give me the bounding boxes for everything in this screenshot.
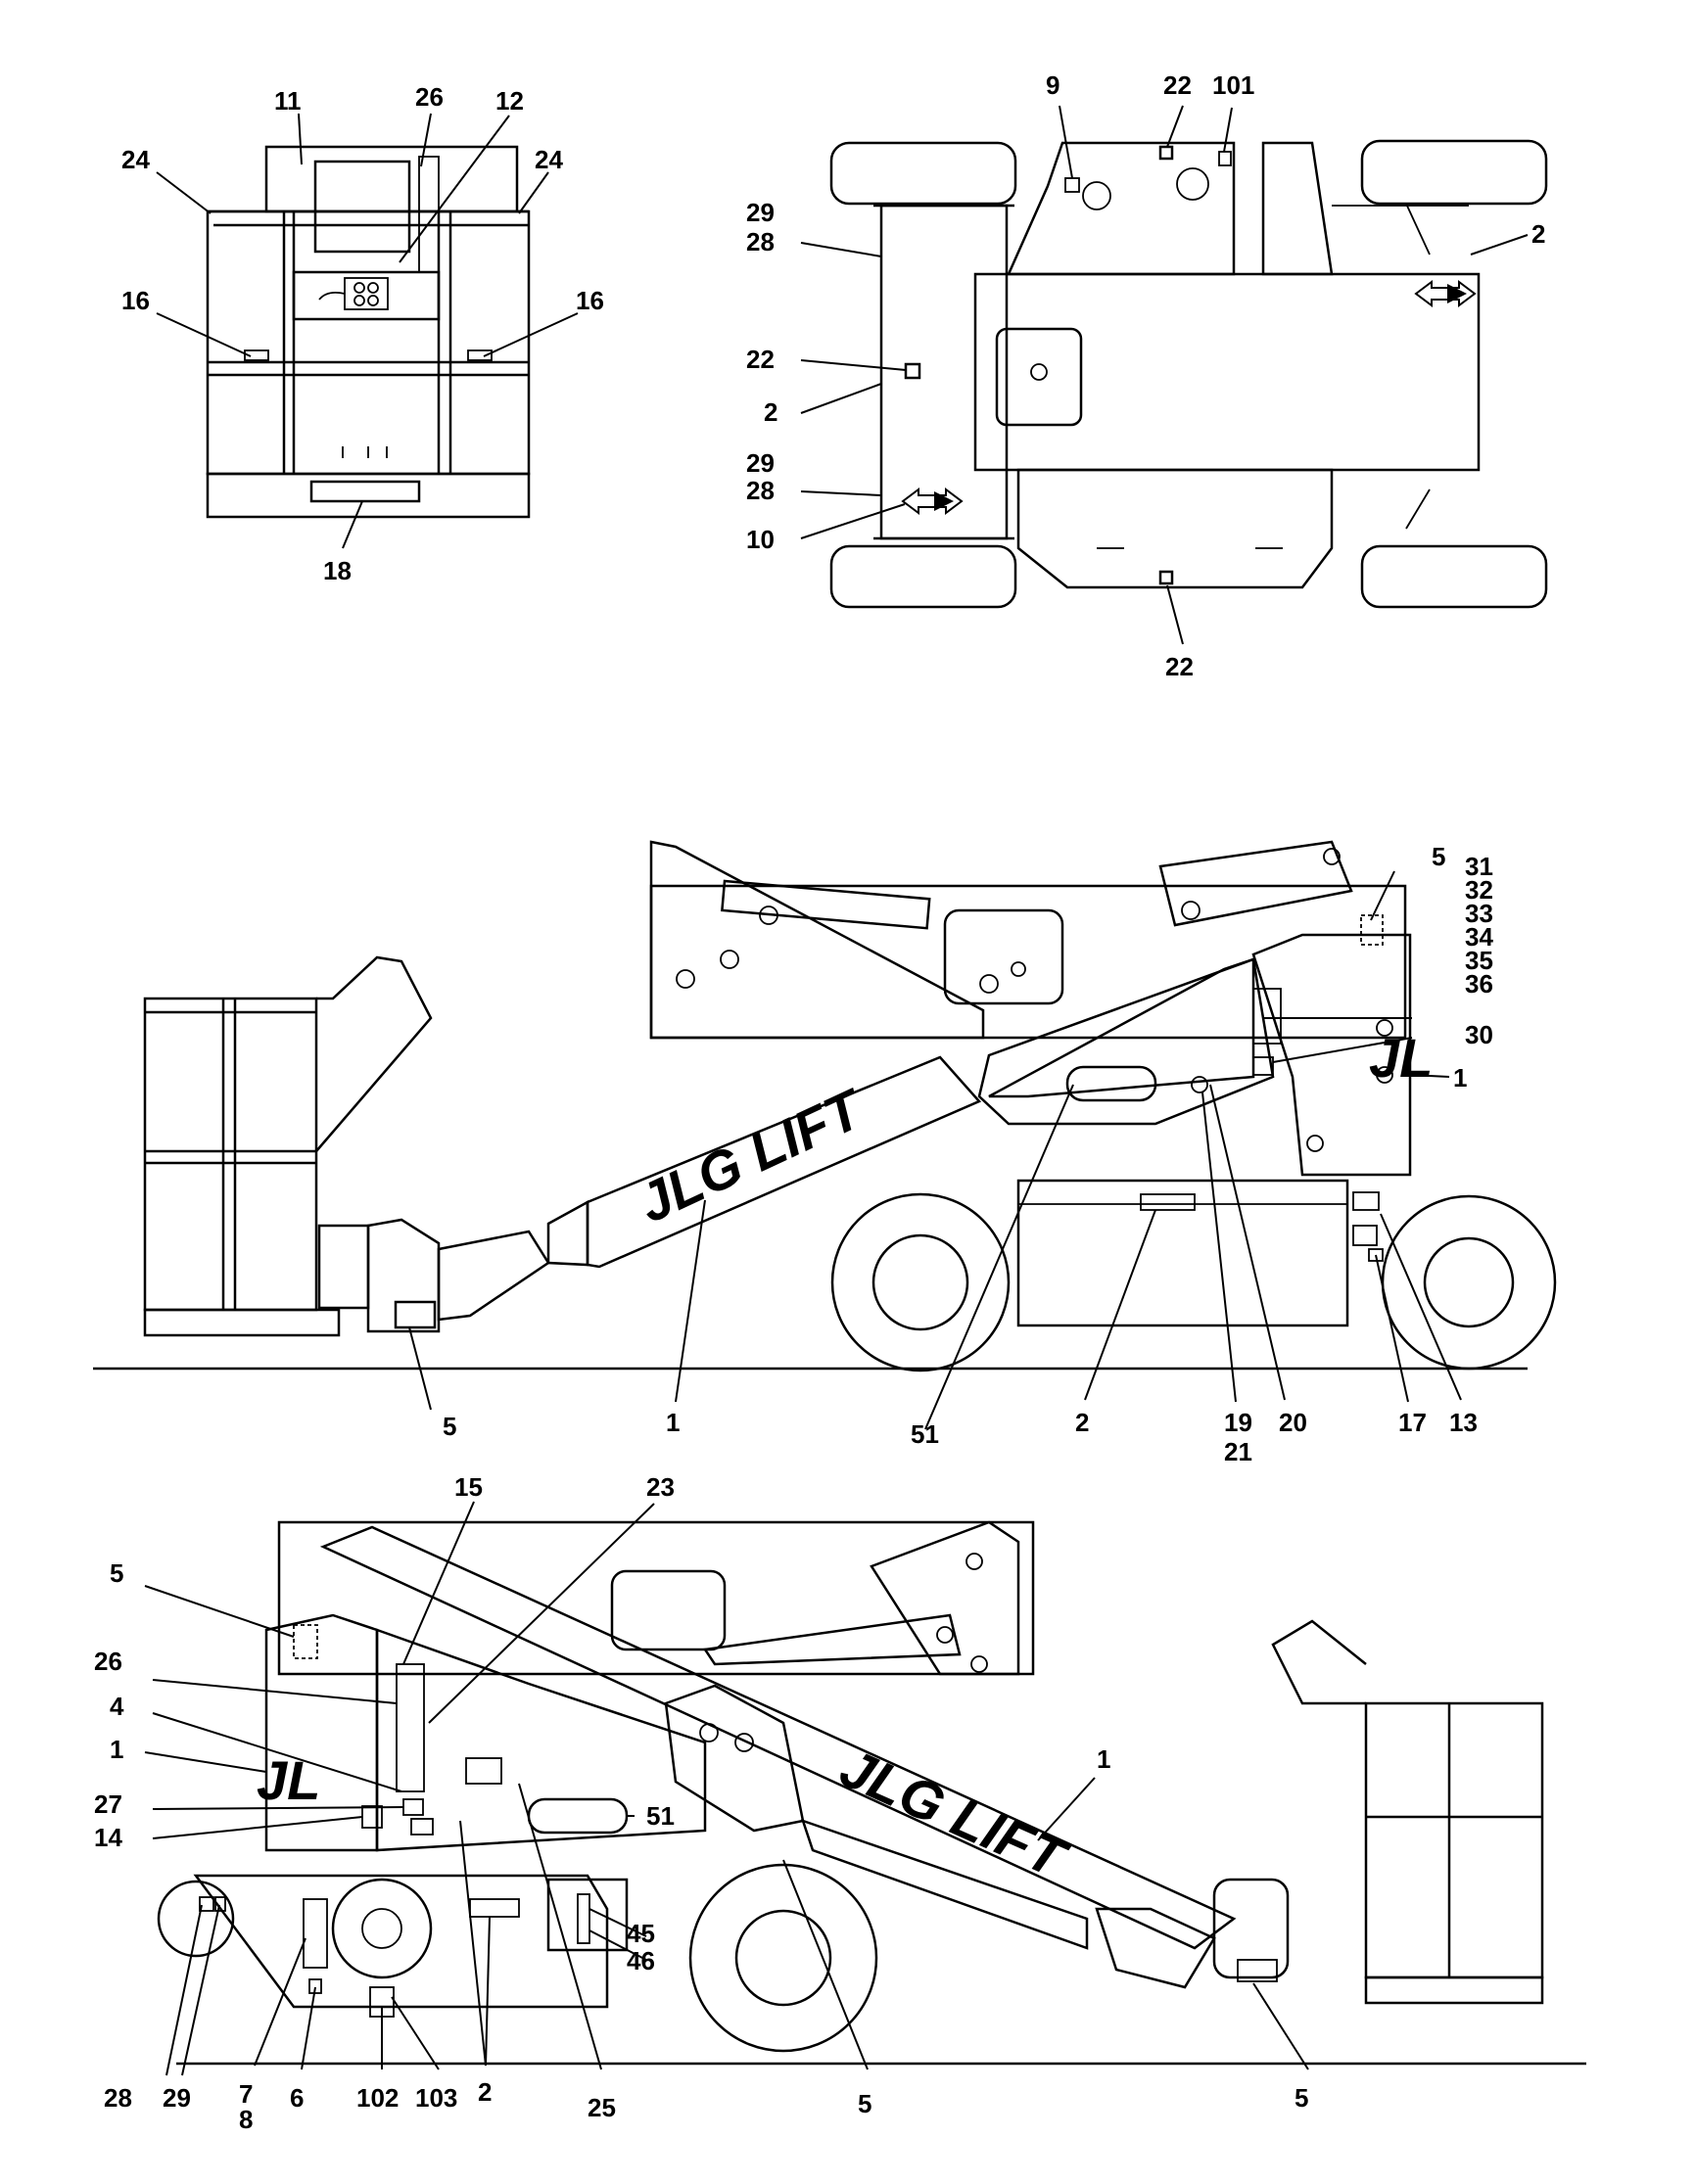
machine-right-side-view: JLG LIFT JL <box>93 840 1557 1466</box>
label-35: 35 <box>1465 946 1493 975</box>
label-2-left-side: 2 <box>478 2077 492 2107</box>
label-7: 7 <box>239 2079 253 2109</box>
label-6: 6 <box>290 2083 304 2113</box>
label-5-jib-left: 5 <box>1295 2083 1308 2113</box>
label-24-left: 24 <box>121 145 150 174</box>
label-29-upper: 29 <box>746 198 775 227</box>
label-2-chassis: 2 <box>1075 1408 1089 1437</box>
label-103: 103 <box>415 2083 457 2113</box>
platform-front-view: 11 26 12 24 24 16 16 18 <box>121 82 604 585</box>
label-9: 9 <box>1046 70 1059 100</box>
label-10: 10 <box>746 525 775 554</box>
label-51-left: 51 <box>646 1801 675 1831</box>
label-16-right: 16 <box>576 286 604 315</box>
label-22-top: 22 <box>1163 70 1192 100</box>
label-27: 27 <box>94 1789 122 1819</box>
machine-left-side-view: JL JLG LIFT <box>94 1472 1586 2134</box>
label-21: 21 <box>1224 1437 1252 1466</box>
label-101: 101 <box>1212 70 1254 100</box>
label-13: 13 <box>1449 1408 1478 1437</box>
label-51: 51 <box>911 1419 939 1449</box>
label-102: 102 <box>356 2083 399 2113</box>
label-1-boom-left: 1 <box>1097 1744 1110 1774</box>
label-30: 30 <box>1465 1020 1493 1049</box>
label-22-bottom: 22 <box>1165 652 1194 681</box>
boom-logo-left: JLG LIFT <box>831 1736 1078 1890</box>
label-2-left: 2 <box>764 397 777 427</box>
label-4: 4 <box>110 1692 124 1721</box>
label-33: 33 <box>1465 899 1493 928</box>
label-2-right: 2 <box>1531 219 1545 249</box>
label-28-side: 28 <box>104 2083 132 2113</box>
label-17: 17 <box>1398 1408 1427 1437</box>
label-5-turntable: 5 <box>110 1558 123 1588</box>
label-23: 23 <box>646 1472 675 1502</box>
label-5-jib: 5 <box>443 1412 456 1441</box>
label-45: 45 <box>627 1919 655 1948</box>
label-1-turntable-left: 1 <box>110 1735 123 1764</box>
label-1-boom: 1 <box>666 1408 680 1437</box>
label-15: 15 <box>454 1472 483 1502</box>
boom-logo-right: JLG LIFT <box>629 1076 874 1234</box>
label-28-lower: 28 <box>746 476 775 505</box>
label-24-right: 24 <box>535 145 563 174</box>
label-22-middle: 22 <box>746 345 775 374</box>
label-26-side: 26 <box>94 1647 122 1676</box>
label-29-lower: 29 <box>746 448 775 478</box>
label-12: 12 <box>495 86 524 116</box>
label-28-upper: 28 <box>746 227 775 256</box>
label-11: 11 <box>274 86 302 116</box>
label-25: 25 <box>588 2093 616 2122</box>
label-5-chassis: 5 <box>858 2089 871 2118</box>
label-31: 31 <box>1465 852 1493 881</box>
label-5-turntable-top: 5 <box>1432 842 1445 871</box>
turntable-logo: JL <box>1369 1027 1433 1089</box>
turntable-logo-left: JL <box>257 1749 320 1811</box>
label-34: 34 <box>1465 922 1493 952</box>
label-46: 46 <box>627 1946 655 1975</box>
label-16-left: 16 <box>121 286 150 315</box>
label-20: 20 <box>1279 1408 1307 1437</box>
label-8: 8 <box>239 2105 253 2134</box>
label-36: 36 <box>1465 969 1493 999</box>
label-26: 26 <box>415 82 444 112</box>
label-1-turntable: 1 <box>1453 1063 1467 1092</box>
label-32: 32 <box>1465 875 1493 905</box>
label-29-side: 29 <box>163 2083 191 2113</box>
label-14: 14 <box>94 1823 122 1852</box>
label-18: 18 <box>323 556 352 585</box>
label-19: 19 <box>1224 1408 1252 1437</box>
chassis-top-view: 9 22 101 29 28 2 22 2 29 28 10 22 <box>746 70 1548 681</box>
